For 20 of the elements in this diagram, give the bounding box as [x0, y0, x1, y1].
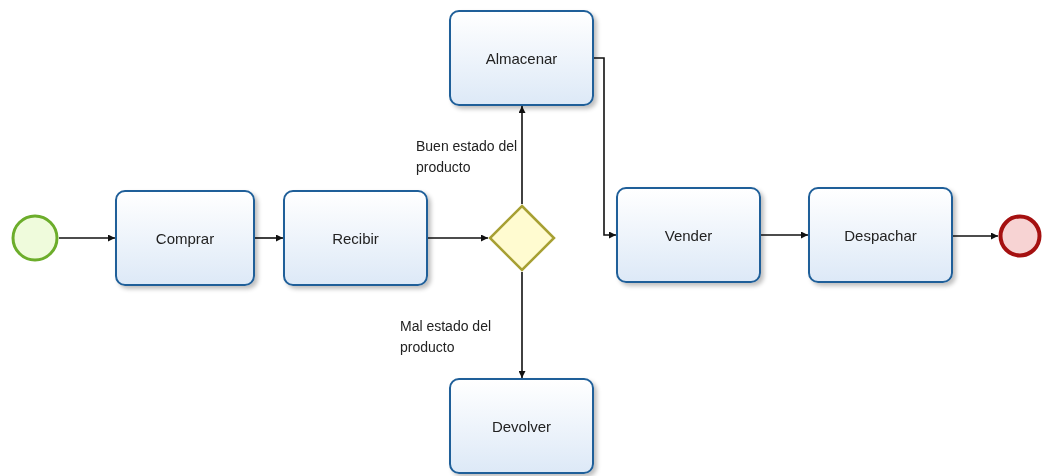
arrow [518, 271, 526, 379]
arrow [427, 234, 489, 242]
task-box [283, 190, 428, 286]
arrow [593, 57, 617, 239]
arrow [254, 234, 284, 242]
task-label: Almacenar [485, 49, 558, 67]
arrow [760, 231, 809, 239]
task-label: Despachar [844, 226, 917, 244]
task-label: Recibir [332, 229, 379, 247]
arrow [58, 234, 116, 242]
task-box [616, 187, 761, 283]
task-label: Devolver [491, 417, 552, 435]
arrow [952, 232, 999, 240]
task-label: Vender [664, 226, 713, 244]
task-box [808, 187, 953, 283]
task-box [449, 378, 594, 474]
task-box [115, 190, 255, 286]
arrow [518, 105, 526, 205]
task-box [449, 10, 594, 106]
task-label: Comprar [155, 229, 215, 247]
